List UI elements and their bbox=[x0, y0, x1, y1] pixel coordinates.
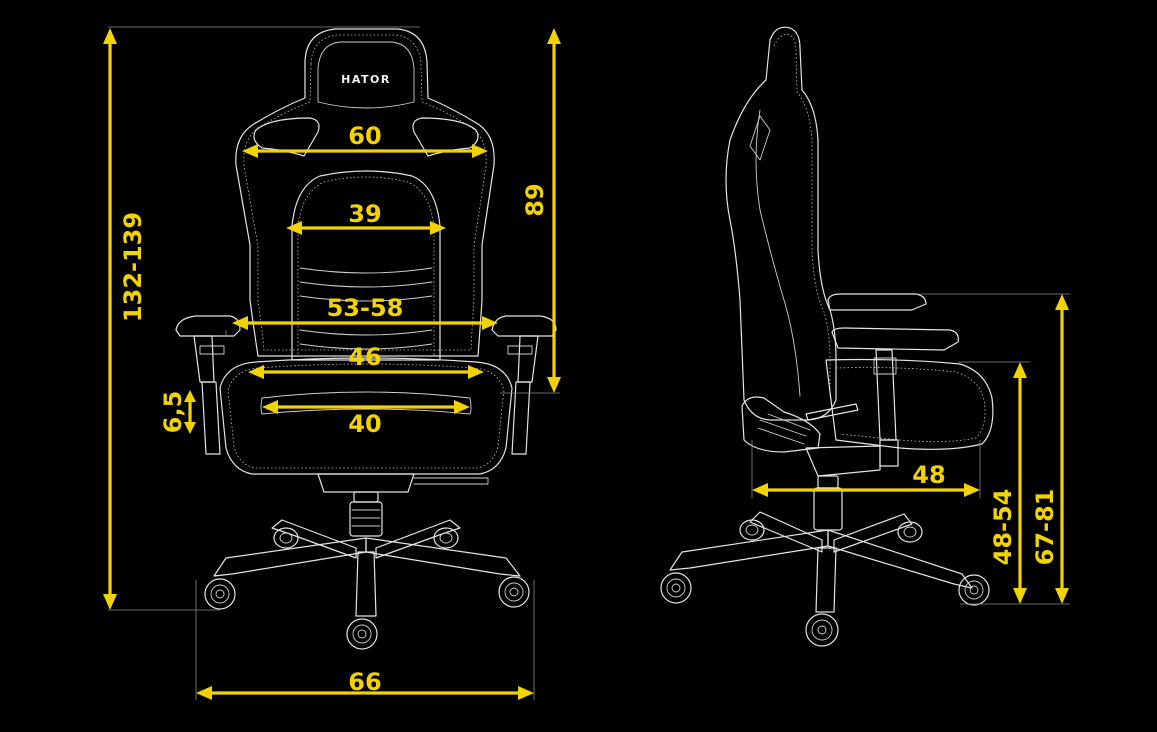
side-caster-back-left bbox=[739, 519, 765, 541]
front-caster-right bbox=[498, 576, 530, 608]
front-caster-back-left bbox=[273, 527, 299, 549]
dim-headrest-width-label: 60 bbox=[348, 122, 381, 150]
side-caster-back-right bbox=[897, 521, 923, 543]
side-seat-stitch bbox=[835, 367, 986, 442]
front-right-armrest bbox=[491, 315, 557, 455]
side-caster-left bbox=[660, 572, 692, 604]
dim-lumbar-width-arrow bbox=[286, 221, 446, 235]
side-seat-cushion bbox=[825, 358, 994, 450]
dim-seat-width-arrow bbox=[248, 365, 484, 379]
dim-armrest-adjust-label: 6,5 bbox=[159, 391, 187, 434]
side-armrest bbox=[827, 293, 959, 467]
side-view-chair bbox=[660, 26, 994, 647]
side-base bbox=[669, 511, 973, 613]
dim-seat-depth-front-arrow bbox=[262, 400, 470, 414]
front-seat bbox=[219, 357, 513, 475]
dimension-arrows bbox=[103, 28, 1069, 700]
dim-total-height-arrow bbox=[103, 28, 117, 610]
side-shoulder-slot bbox=[749, 115, 771, 161]
front-caster-back-right bbox=[433, 527, 459, 549]
front-mechanism bbox=[317, 473, 415, 493]
front-backrest-stitch bbox=[243, 34, 487, 351]
dim-seat-height-label: 48-54 bbox=[989, 489, 1017, 566]
front-tilt-lever bbox=[413, 477, 489, 485]
dim-seat-depth-label: 48 bbox=[912, 461, 945, 489]
front-quilting-lines bbox=[299, 267, 433, 350]
dim-lumbar-width-label: 39 bbox=[348, 200, 381, 228]
side-gas-lift bbox=[813, 475, 843, 531]
dim-backrest-height-arrow bbox=[547, 28, 561, 393]
front-casters bbox=[204, 527, 530, 650]
front-left-slot bbox=[253, 117, 320, 157]
side-caster-bottom bbox=[805, 613, 839, 647]
dim-seat-depth-arrow bbox=[752, 483, 980, 497]
extension-lines bbox=[108, 26, 1070, 700]
dim-armrest-height-arrow bbox=[1055, 294, 1069, 604]
front-back-center-stitch bbox=[297, 176, 435, 357]
dim-armrest-span-label: 53-58 bbox=[327, 294, 404, 322]
side-inner-curve bbox=[755, 109, 801, 397]
dim-armrest-adjust-arrow bbox=[184, 390, 196, 434]
dim-backrest-height-label: 89 bbox=[521, 183, 549, 216]
dim-armrest-span-arrow bbox=[232, 316, 498, 330]
dim-base-width-arrow bbox=[196, 686, 534, 700]
dim-base-width-label: 66 bbox=[348, 668, 381, 696]
front-caster-left bbox=[204, 578, 236, 610]
front-back-center-panel bbox=[291, 170, 441, 361]
dim-seat-height-arrow bbox=[1013, 362, 1027, 604]
front-gas-lift bbox=[349, 491, 383, 537]
dimension-labels: 60 39 53-58 46 40 66 132-139 89 6,5 48 4… bbox=[119, 122, 1059, 696]
side-recline-hatch bbox=[757, 413, 811, 445]
front-seat-front-edge bbox=[260, 391, 472, 415]
front-right-slot bbox=[412, 117, 479, 157]
front-left-armrest bbox=[175, 315, 241, 455]
front-seat-stitch bbox=[227, 363, 505, 469]
dim-total-height-label: 132-139 bbox=[119, 212, 147, 322]
front-headrest-panel bbox=[317, 41, 415, 109]
dim-seat-width-label: 46 bbox=[348, 343, 381, 371]
side-mechanism bbox=[805, 445, 881, 477]
side-recline-mechanism bbox=[741, 396, 821, 453]
dim-headrest-width-arrow bbox=[242, 144, 488, 158]
front-backrest-outline bbox=[235, 28, 495, 357]
front-caster-bottom bbox=[346, 618, 378, 650]
side-caster-right bbox=[958, 574, 990, 606]
dim-armrest-height-label: 67-81 bbox=[1031, 489, 1059, 566]
side-backrest-outline bbox=[725, 26, 837, 421]
side-casters bbox=[660, 519, 990, 647]
side-recline-lever bbox=[805, 403, 859, 421]
front-base bbox=[213, 519, 521, 617]
front-view-chair: HATOR bbox=[175, 28, 557, 650]
dim-seat-depth-front-label: 40 bbox=[348, 410, 381, 438]
brand-logo: HATOR bbox=[341, 73, 391, 86]
